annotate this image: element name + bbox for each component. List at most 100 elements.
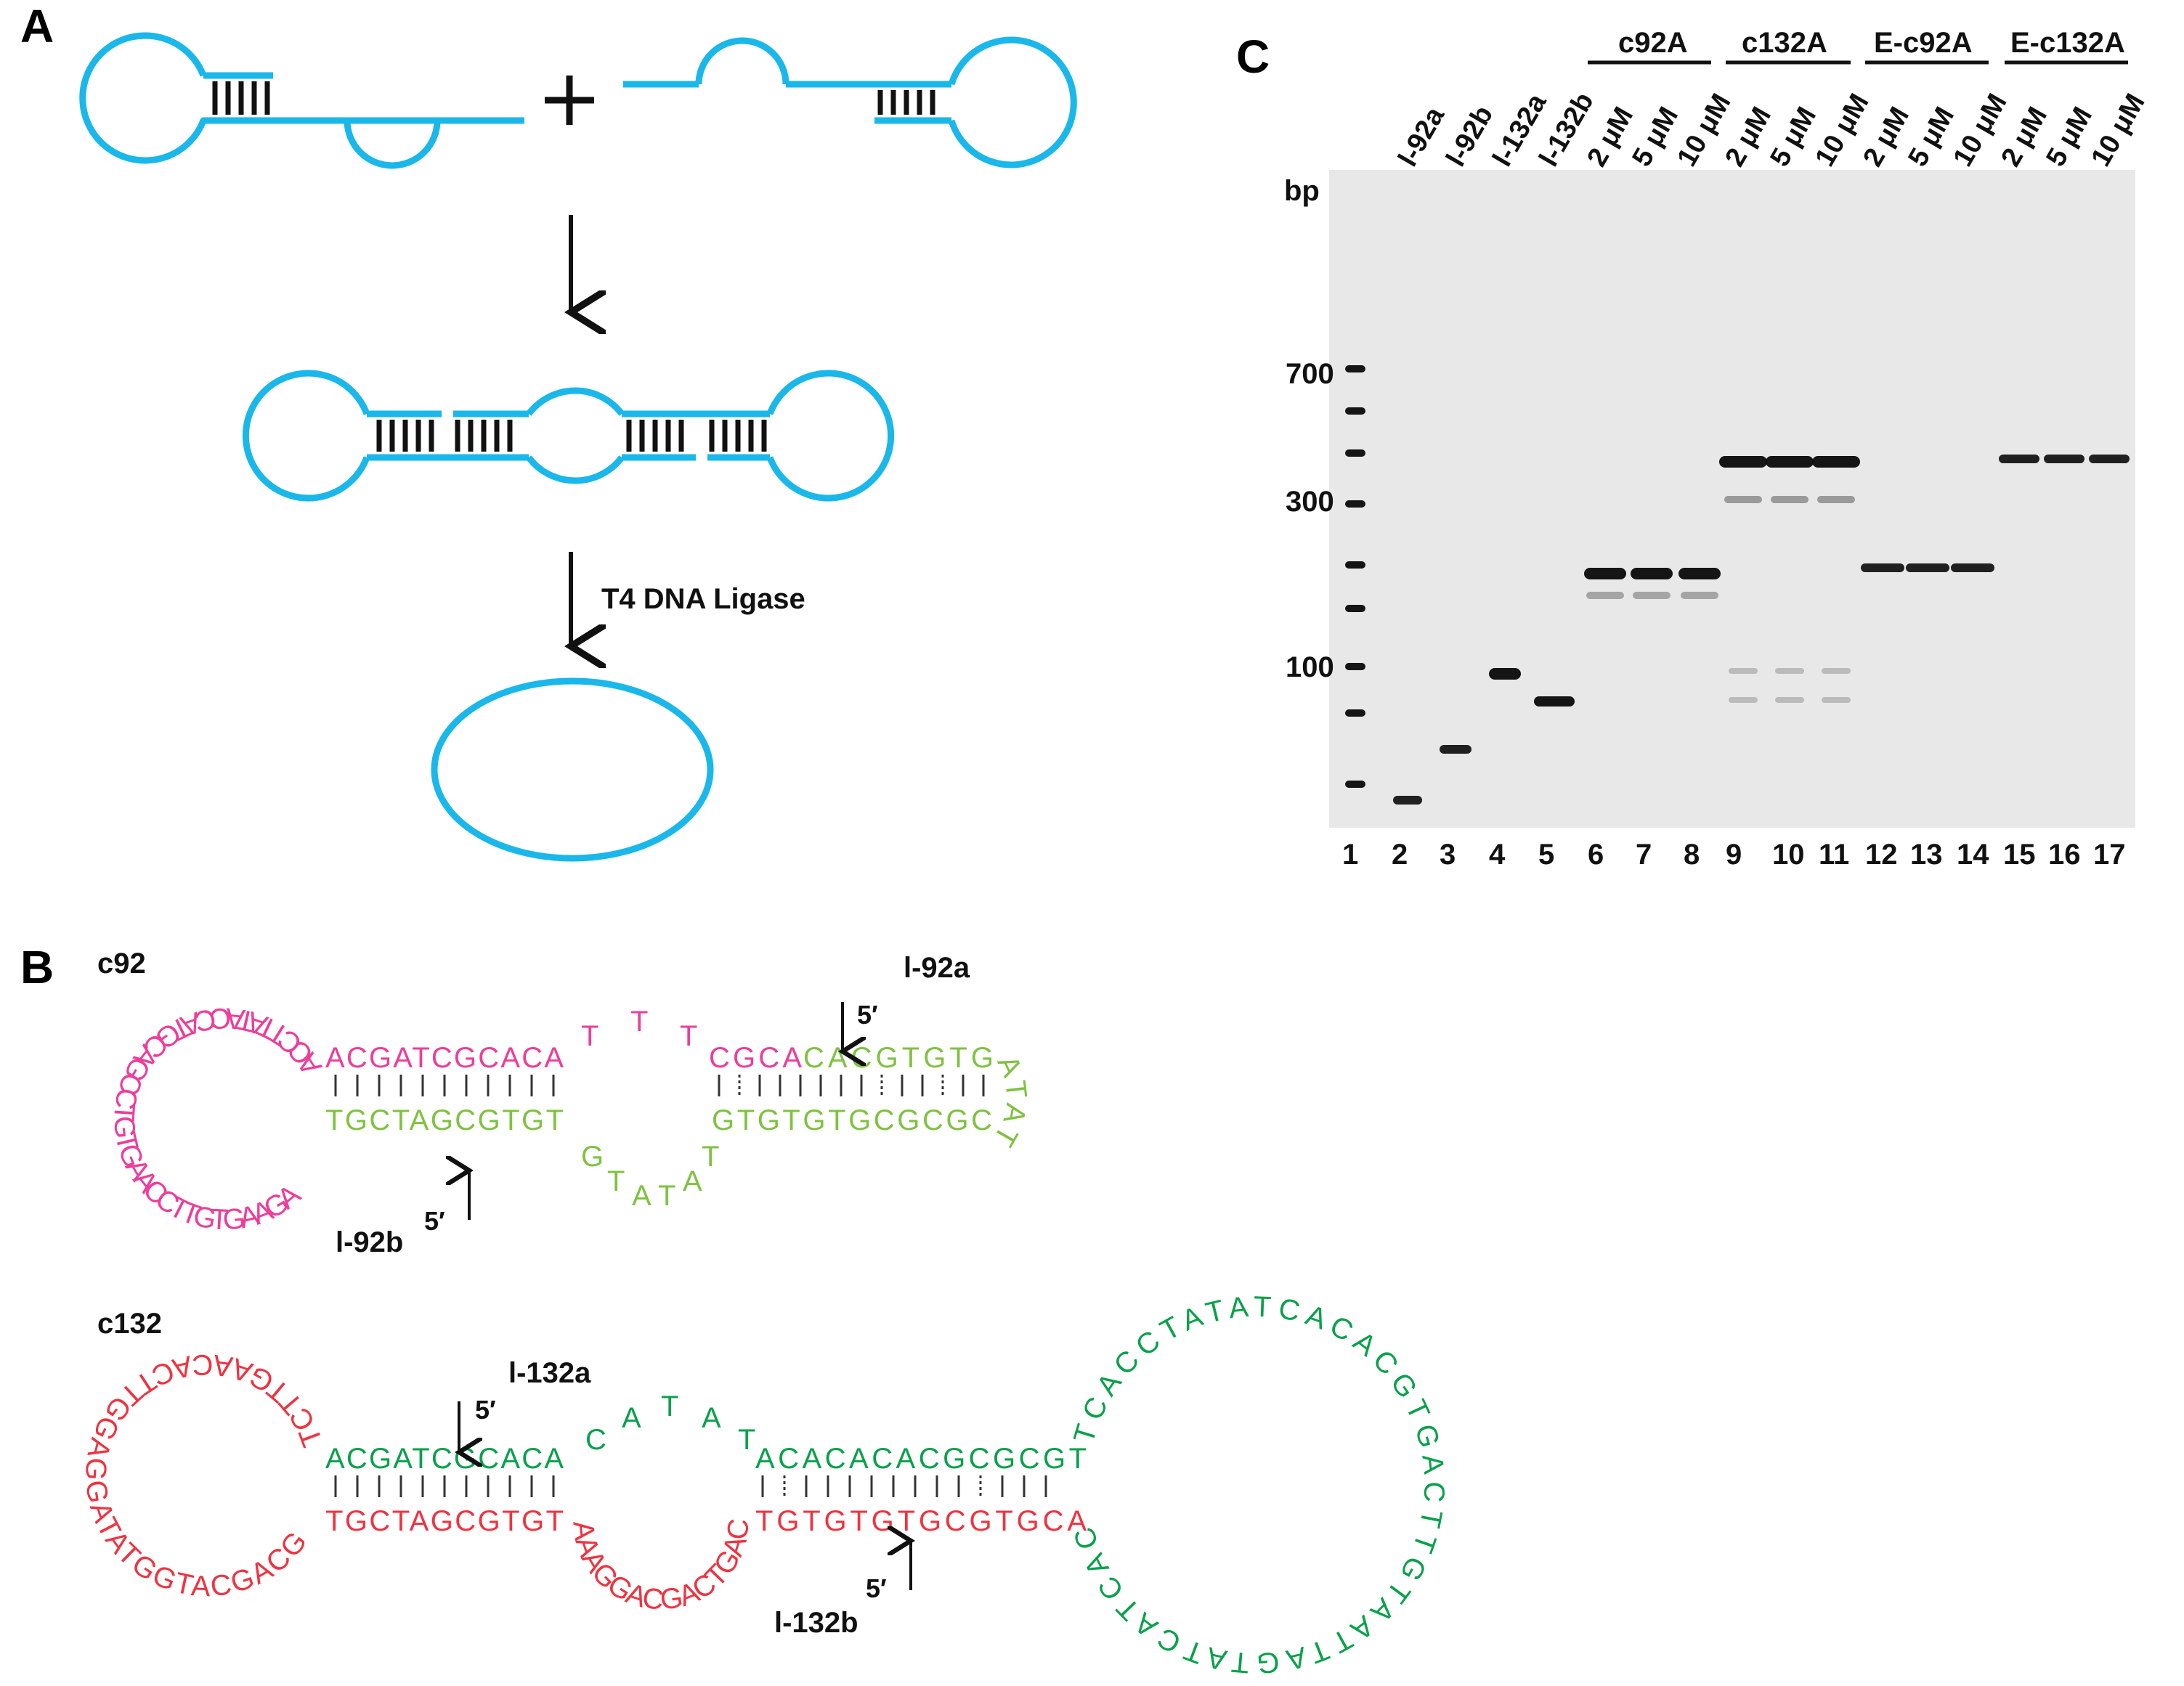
- lane-number: 17: [2093, 839, 2126, 871]
- c132-loop-left: TCTTGAACACTTGGAGGATATGGTACGACG: [79, 1348, 329, 1603]
- lane-number: 10: [1772, 839, 1805, 871]
- complex-loop-middle-bottom: [526, 455, 625, 484]
- gel-band: [1771, 496, 1809, 503]
- svg-text:A: A: [683, 1165, 702, 1197]
- svg-text:T: T: [581, 1020, 598, 1052]
- gel-band: [1729, 697, 1758, 703]
- c132-label: c132: [97, 1308, 162, 1340]
- lane-number: 11: [1819, 839, 1849, 871]
- lane-number: 5: [1538, 839, 1554, 871]
- complex-loop-right: [766, 370, 895, 502]
- ladder-label-700: 700: [1286, 358, 1334, 390]
- svg-text:A: A: [622, 1402, 641, 1434]
- panel-c-letter: C: [1236, 30, 1270, 83]
- gel-band: [1681, 592, 1718, 599]
- lane-number: 14: [1957, 839, 1989, 871]
- lane-number: 2: [1392, 839, 1408, 871]
- ladder-band: [1345, 605, 1365, 612]
- svg-text:T: T: [738, 1424, 755, 1456]
- c132-label-a: l-132a: [508, 1357, 591, 1389]
- c132-bottom-right: TGTGTGTGCGTGCA: [755, 1505, 1087, 1537]
- gel-band: [1440, 745, 1471, 754]
- panel-a-letter: A: [20, 0, 54, 52]
- c92-loop-right: ATATAGGTGAAG: [0, 0, 1033, 1152]
- complex-pairs: [376, 420, 767, 452]
- left-hairpin-loop: [79, 32, 207, 164]
- gel-band: [1534, 696, 1575, 706]
- bp-unit-label: bp: [1284, 175, 1320, 207]
- panel-a: A: [20, 0, 1077, 862]
- complex-loop-middle-top: [526, 387, 625, 416]
- gel-band: [1766, 456, 1814, 468]
- svg-text:T: T: [630, 1006, 648, 1038]
- gel-band: [1584, 568, 1626, 579]
- c92-pair-lines: [334, 1075, 985, 1096]
- c132-bulge-bottom: AAAGGACGACTGAC: [567, 1518, 755, 1616]
- lane-number: 6: [1588, 839, 1604, 871]
- c92-label: c92: [97, 948, 146, 980]
- c92-bottom-stem: TGCTAGCGTGT: [325, 1104, 564, 1136]
- gel-band: [2089, 455, 2130, 463]
- lane-number: 12: [1865, 839, 1898, 871]
- lane-number: 9: [1726, 839, 1742, 871]
- c132-top-stem: ACGATCGCACA: [325, 1443, 564, 1475]
- c92-bulge-bottom: G T A T A T: [581, 1141, 719, 1212]
- right-hairpin-loop: [948, 36, 1077, 168]
- annealed-complex: [242, 370, 895, 502]
- lane-top-label: 5 μM: [1764, 102, 1822, 171]
- svg-text:T: T: [658, 1180, 675, 1212]
- circular-product: [431, 677, 714, 862]
- left-stem-pairs: [212, 81, 270, 115]
- svg-text:T: T: [661, 1390, 678, 1422]
- c92-box: [84, 996, 1146, 1265]
- strand-right-hairpin: [623, 36, 1077, 168]
- lane-top-label: l-92a: [1392, 102, 1450, 172]
- c92-five-prime-a: 5′: [857, 1000, 878, 1030]
- svg-text:T: T: [702, 1141, 719, 1173]
- c92-five-prime-b: 5′: [424, 1206, 445, 1236]
- c132-five-prime-a: 5′: [475, 1395, 496, 1425]
- complex-loop-left: [242, 370, 370, 502]
- strand-left-hairpin: [79, 32, 524, 169]
- c92-top-stem: ACGATCGCACA: [325, 1042, 564, 1074]
- c132-loop-right: TCACCTATATCACACGTGACTTGTAATTAGTATCATCACA: [0, 0, 1450, 1679]
- svg-text:A: A: [632, 1180, 651, 1212]
- gel-band: [1906, 563, 1949, 572]
- c132-bottom-stem: TGCTAGCGTGT: [325, 1505, 564, 1537]
- ladder-band: [1345, 500, 1365, 508]
- panel-c: C bp 700 300 100 c92A c132A E-c92A E-c13…: [1236, 27, 2151, 871]
- c92-label-a: l-92a: [904, 952, 970, 984]
- ligase-label: T4 DNA Ligase: [601, 583, 805, 615]
- lane-number: 4: [1489, 839, 1506, 871]
- lane-number: 7: [1636, 839, 1652, 871]
- gel-bands: [1345, 365, 2130, 805]
- lane-numbers: 1 2 3 4 5 6 7 8 9 10 11 12 13 14 15 16 1…: [1342, 839, 2126, 871]
- ladder-label-300: 300: [1286, 486, 1334, 518]
- lane-number: 16: [2048, 839, 2081, 871]
- gel-band: [1822, 668, 1851, 674]
- gel-band: [1812, 456, 1860, 468]
- gel-band: [1951, 563, 1994, 572]
- c132-pair-lines: [334, 1475, 1047, 1497]
- lane-number: 8: [1684, 839, 1700, 871]
- svg-text:T: T: [607, 1165, 625, 1197]
- c132-five-prime-b: 5′: [866, 1573, 887, 1603]
- ladder-band: [1345, 561, 1365, 569]
- right-hairpin-bump: [695, 37, 789, 85]
- ladder-band: [1345, 663, 1365, 670]
- lane-number: 15: [2003, 839, 2036, 871]
- left-hairpin-tail: [200, 117, 441, 169]
- c92-bulge-top: T T T: [581, 1006, 697, 1052]
- lane-top-label: 5 μM: [1626, 102, 1684, 171]
- lane-top-label: 10 μM: [2085, 89, 2151, 171]
- ladder-band: [1345, 407, 1365, 415]
- lane-number: 1: [1342, 839, 1358, 871]
- lane-number: 3: [1440, 839, 1456, 871]
- gel-image: [1329, 170, 2135, 828]
- lane-top-label: 5 μM: [1902, 102, 1960, 171]
- c132-top-right: ACACACACGCGCGT: [755, 1443, 1087, 1475]
- ladder-band: [1345, 365, 1365, 372]
- gel-band: [2044, 455, 2084, 463]
- lane-top-label: l-92b: [1440, 101, 1499, 172]
- gel-band: [1775, 668, 1804, 674]
